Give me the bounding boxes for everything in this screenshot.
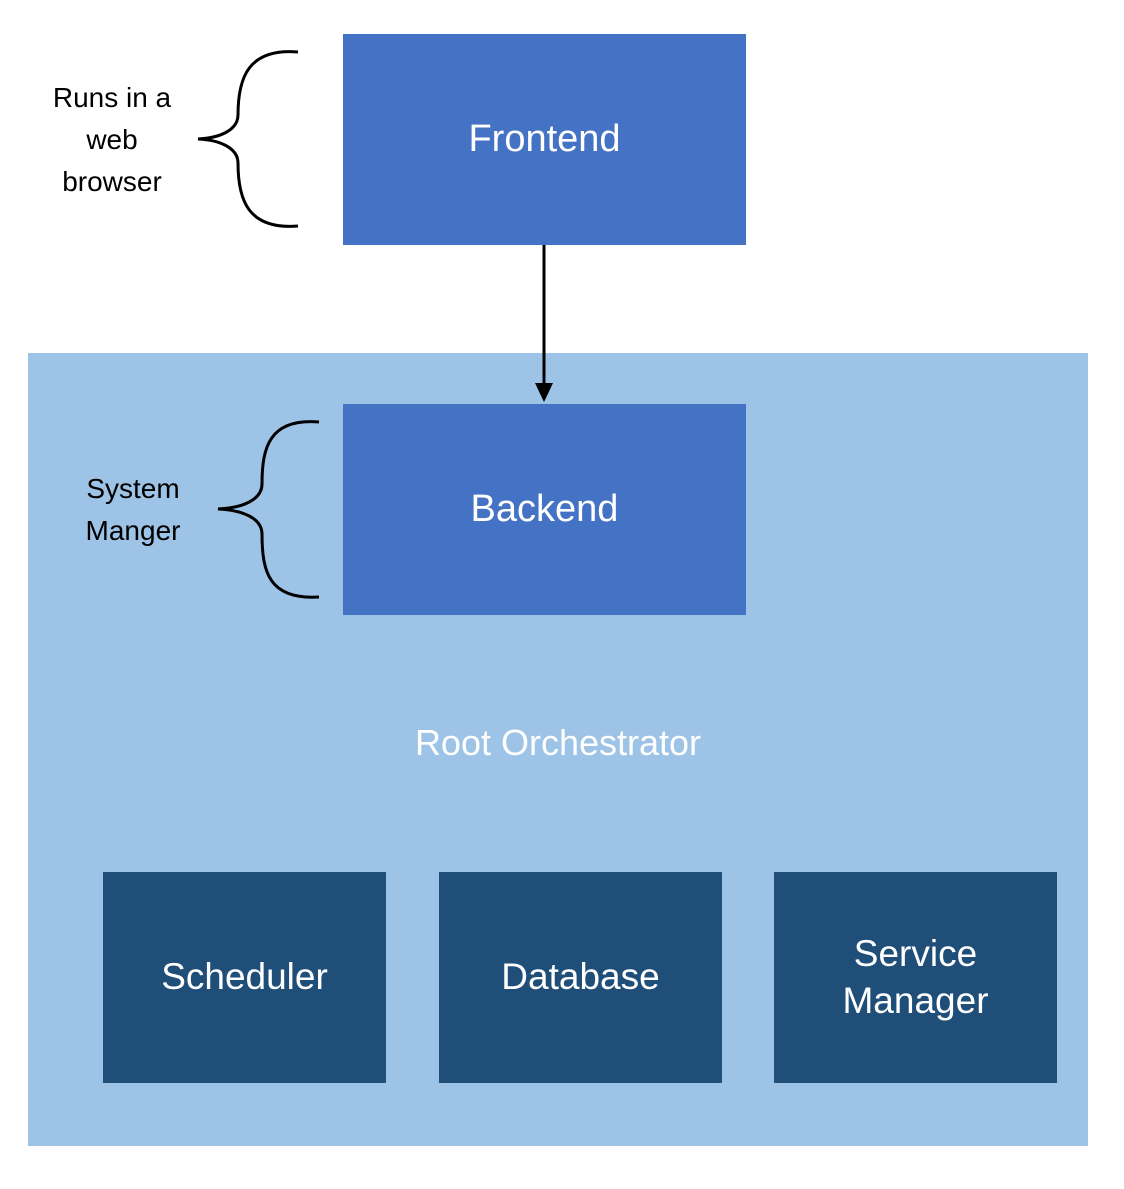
browser-annotation-line3: browser [62,166,162,197]
database-box[interactable]: Database [439,872,722,1083]
service-manager-box[interactable]: Service Manager [774,872,1057,1083]
database-label: Database [501,956,660,998]
system-annotation-line1: System [86,473,180,504]
service-manager-label-line2: Manager [842,979,989,1021]
root-orchestrator-label: Root Orchestrator [414,722,702,763]
left-curly-brace-icon [197,50,299,228]
service-manager-label: Service Manager [842,931,988,1024]
scheduler-box[interactable]: Scheduler [103,872,386,1083]
browser-annotation: Runs in a web browser [40,77,184,203]
arrow-down-icon [535,383,553,402]
service-manager-label-line1: Service [853,933,978,975]
backend-label: Backend [470,488,619,530]
system-annotation-line2: Manger [85,515,181,546]
left-curly-brace-icon [217,420,320,599]
browser-annotation-line1: Runs in a [52,82,172,113]
system-manager-annotation: System Manger [68,468,198,552]
frontend-box[interactable]: Frontend [343,34,746,245]
backend-box[interactable]: Backend [343,404,746,615]
frontend-label: Frontend [468,118,621,160]
scheduler-label: Scheduler [161,956,328,998]
browser-annotation-line2: web [86,124,138,155]
